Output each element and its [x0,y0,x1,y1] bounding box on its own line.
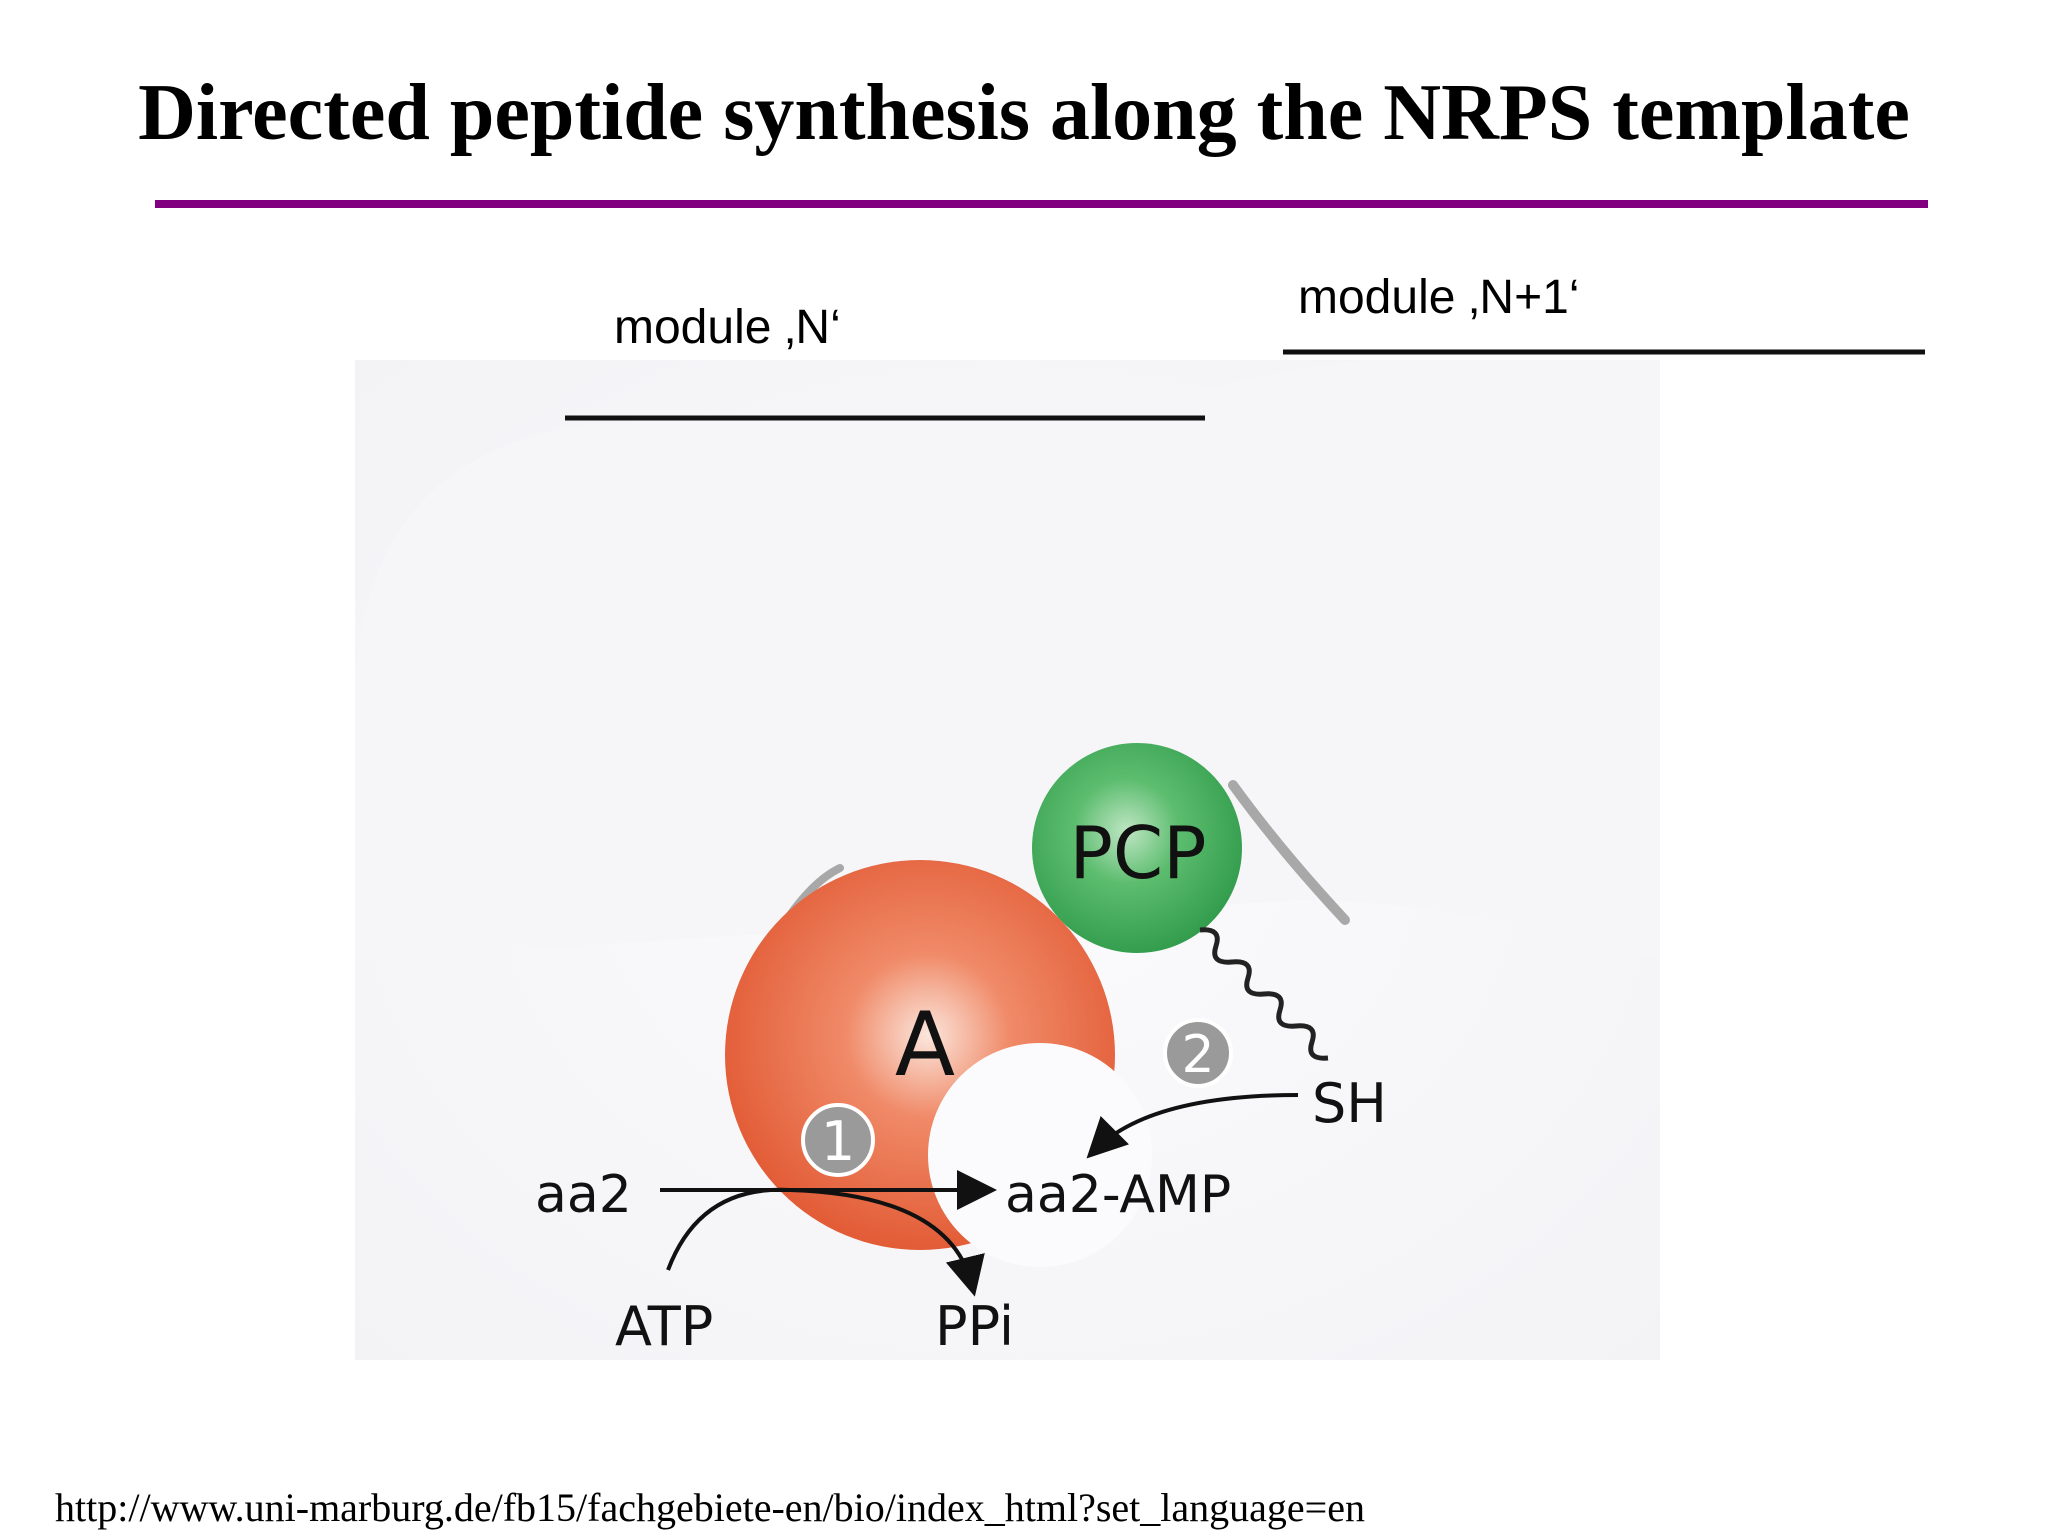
slide-title: Directed peptide synthesis along the NRP… [138,69,1910,157]
ppi-label: PPi [935,1295,1014,1358]
aa2-label: aa2 [535,1165,632,1225]
step-1-number: 1 [821,1110,855,1173]
module-n1-label: module ‚N+1‘ [1298,271,1580,324]
pcp-domain: PCP [1032,743,1242,953]
source-url: http://www.uni-marburg.de/fb15/fachgebie… [55,1485,1365,1530]
title-divider [155,200,1928,208]
module-n-label: module ‚N‘ [614,301,841,354]
ppi-arrow [789,1188,985,1297]
pcp-shadow-arc [1228,780,1350,925]
step-2-number: 2 [1181,1025,1214,1085]
phosphopantetheine-linker [1199,927,1329,1061]
step-1-badge: 1 [801,1103,875,1177]
a-domain-label: A [895,993,955,1096]
atp-arrow [666,1187,791,1271]
step-2-badge: 2 [1163,1018,1233,1088]
aa2-amp-label: aa2-AMP [1005,1165,1231,1225]
pcp-domain-label: PCP [1069,811,1206,895]
atp-label: ATP [615,1295,713,1358]
sh-label: SH [1312,1072,1387,1135]
sh-to-aa2amp-arrow [1086,1093,1299,1159]
